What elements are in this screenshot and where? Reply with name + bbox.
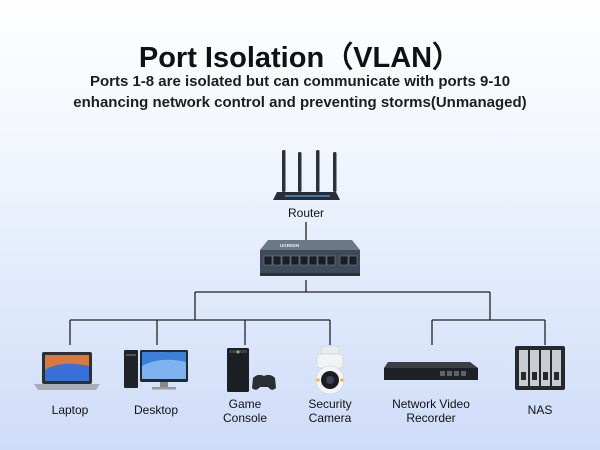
desktop-icon	[124, 350, 188, 390]
laptop-label-line: Laptop	[51, 403, 89, 417]
game-console-label-line-2: Console	[222, 411, 268, 425]
switch-brand-label: UGREEN	[280, 243, 299, 248]
nas-label-line: NAS	[527, 403, 553, 417]
subtitle-line-2: enhancing network control and preventing…	[73, 94, 527, 111]
security-camera-label-line-2: Camera	[308, 411, 352, 425]
device-label-desktop: Desktop	[124, 403, 188, 417]
subtitle-line-1: Ports 1-8 are isolated but can communica…	[89, 73, 511, 90]
security-camera-label-line-1: Security	[308, 397, 352, 411]
security-camera-icon	[315, 345, 345, 395]
desktop-label-line: Desktop	[133, 403, 179, 417]
laptop-icon	[34, 352, 100, 390]
connection-lines	[69, 222, 546, 345]
device-label-game-console: Game Console	[213, 397, 277, 425]
network-switch-icon: UGREEN	[260, 240, 360, 276]
nvr-icon	[384, 362, 478, 380]
device-label-nvr: Network Video Recorder	[381, 397, 481, 425]
router-label: Router	[287, 206, 325, 220]
game-console-icon	[227, 348, 276, 392]
nvr-label-line-2: Recorder	[406, 411, 456, 425]
page-title: Port Isolation（VLAN）	[138, 42, 462, 74]
nvr-label-line-1: Network Video	[392, 397, 470, 411]
device-label-laptop: Laptop	[38, 403, 102, 417]
device-label-security-camera: Security Camera	[298, 397, 362, 425]
nas-icon	[515, 346, 565, 390]
game-console-label-line-1: Game	[228, 397, 262, 411]
router-icon	[273, 150, 340, 200]
device-label-nas: NAS	[510, 403, 570, 417]
